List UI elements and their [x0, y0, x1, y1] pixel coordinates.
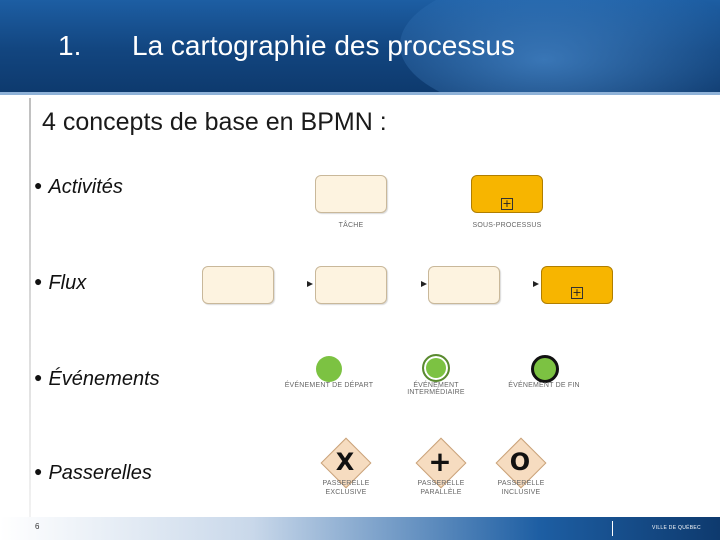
task-shape: [315, 175, 387, 213]
parallel-symbol: +: [428, 445, 452, 478]
plus-marker-icon: +: [501, 197, 513, 210]
bullet-label: Événements: [48, 368, 160, 390]
inclusive-caption: PASSERELLE INCLUSIVE: [480, 479, 562, 497]
bullet-dot-icon: ●: [34, 273, 43, 289]
flow-task-2: [315, 266, 387, 304]
bullet-label: Activités: [48, 176, 123, 198]
brand-logo: VILLE DE QUÉBEC: [652, 525, 701, 531]
exclusive-caption: PASSERELLE EXCLUSIVE: [305, 479, 387, 497]
caption-line: PASSERELLE: [497, 480, 545, 487]
caption-line: PASSERELLE: [322, 480, 370, 487]
bullet-activites: ● Activités: [34, 176, 123, 199]
bullet-flux: ● Flux: [34, 272, 86, 295]
intermediate-event-caption: ÉVÉNEMENT INTERMÉDIAIRE: [407, 382, 465, 396]
bullet-evenements: ● Événements: [34, 368, 160, 391]
left-divider: [29, 98, 31, 518]
caption-line: EXCLUSIVE: [325, 489, 367, 496]
page-number: 6: [35, 522, 40, 531]
plus-marker-icon: +: [571, 286, 583, 299]
slide-header: 1. La cartographie des processus: [0, 0, 720, 92]
header-decoration: [400, 0, 720, 92]
flow-task-1: [202, 266, 274, 304]
start-event-caption: ÉVÉNEMENT DE DÉPART: [284, 382, 374, 389]
footer-separator: [612, 521, 613, 536]
exclusive-symbol: X: [335, 448, 355, 476]
section-number: 1.: [58, 30, 82, 61]
flow-task-3: [428, 266, 500, 304]
bullet-dot-icon: ●: [34, 177, 43, 193]
header-stripe: [0, 92, 720, 95]
flow-arrow-icon: [307, 281, 313, 287]
end-event-caption: ÉVÉNEMENT DE FIN: [508, 382, 580, 389]
slide-subtitle: 4 concepts de base en BPMN :: [42, 108, 387, 136]
caption-line: INCLUSIVE: [501, 489, 541, 496]
subprocess-shape: +: [471, 175, 543, 213]
inclusive-symbol: O: [509, 448, 531, 476]
task-caption: TÂCHE: [338, 222, 364, 229]
flow-subprocess: +: [541, 266, 613, 304]
subprocess-caption: SOUS-PROCESSUS: [472, 222, 542, 229]
bullet-dot-icon: ●: [34, 463, 43, 479]
end-event-icon: [531, 355, 559, 383]
caption-line: PASSERELLE: [417, 480, 465, 487]
slide-footer: 6 VILLE DE QUÉBEC: [0, 517, 720, 540]
bullet-dot-icon: ●: [34, 369, 43, 385]
flow-arrow-icon: [533, 281, 539, 287]
parallel-caption: PASSERELLE PARALLÈLE: [400, 479, 482, 497]
start-event-icon: [316, 356, 342, 382]
flow-arrow-icon: [421, 281, 427, 287]
slide-title: La cartographie des processus: [132, 30, 515, 61]
caption-line: PARALLÈLE: [420, 489, 462, 496]
intermediate-event-icon: [422, 354, 450, 382]
bullet-label: Passerelles: [48, 462, 152, 484]
bullet-label: Flux: [48, 272, 87, 294]
bullet-passerelles: ● Passerelles: [34, 462, 152, 485]
